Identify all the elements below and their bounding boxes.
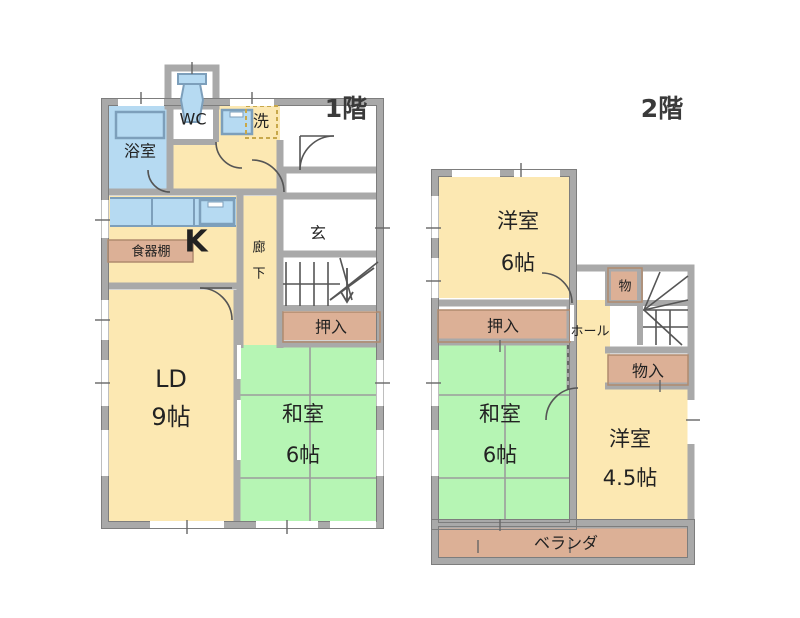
label-closet-2f: 押入 [487, 317, 519, 336]
label-veranda: ベランダ [534, 534, 598, 553]
label-washitsu-1f: 和室 [282, 402, 324, 426]
label-corridor-top: 廊 [252, 240, 265, 256]
room-fill-hall [572, 300, 610, 390]
storage-in-outline [607, 354, 689, 386]
stairs-1f-fill [283, 258, 380, 308]
stairs-1f-icon [283, 257, 379, 306]
windows-1f [95, 62, 390, 534]
label-wc: WC [180, 110, 207, 129]
tatami-lines-1f [240, 345, 380, 525]
tatami-lines-2f [438, 344, 570, 522]
label-washitsu-1f-size: 6帖 [286, 443, 320, 467]
room-fill-ld [105, 290, 237, 525]
cupboard-outline [107, 239, 194, 263]
label-western-6: 洋室 [497, 209, 539, 233]
label-washitsu-2f: 和室 [479, 402, 521, 426]
closet-1f-fill [283, 312, 380, 340]
doors-1f [147, 135, 335, 321]
stairs-2f-icon [643, 271, 689, 346]
closet-1f-outline [282, 311, 381, 343]
storage-in-fill [608, 355, 688, 383]
label-storage-small: 物 [618, 280, 631, 295]
room-fill-western-45 [572, 388, 688, 522]
label-storage-in: 物入 [632, 362, 664, 381]
label-western-6-size: 6帖 [501, 251, 535, 275]
washbasin-faucet-icon [229, 111, 244, 118]
label-cupboard: 食器棚 [131, 244, 170, 260]
label-washitsu-2f-size: 6帖 [483, 443, 517, 467]
label-hall: ホール [570, 325, 609, 340]
room-fill-entrance [283, 196, 380, 254]
label-closet-1f: 押入 [315, 318, 347, 337]
kitchen-counter-lines [110, 197, 236, 227]
room-fill-corridor [240, 196, 280, 348]
floor-1-title: 1階 [325, 94, 367, 123]
label-corridor-bottom: 下 [252, 267, 265, 282]
doors-2f [541, 272, 579, 421]
bathtub-icon [114, 110, 166, 140]
label-kitchen: K [184, 225, 209, 260]
windows-2f [426, 163, 700, 553]
storage-small-fill [608, 268, 642, 300]
label-bathroom: 浴室 [124, 142, 156, 161]
label-ld-size: 9帖 [151, 403, 190, 431]
floor-1-group: 1階 浴室 WC 洗 K 食器棚 廊 下 玄 押入 LD 9帖 和室 6帖 [95, 62, 390, 534]
floor-2-group: 2階 洋室 6帖 押入 物 ホール 物入 和室 6帖 洋室 4.5帖 ベランダ [426, 94, 700, 565]
kitchen-faucet-icon [207, 201, 224, 208]
room-fill-western-6 [438, 176, 570, 298]
room-fill-washitsu-2f [438, 344, 570, 522]
floor-2-title: 2階 [641, 94, 683, 123]
label-western-45: 洋室 [609, 427, 651, 451]
label-washroom: 洗 [253, 112, 269, 131]
veranda-fill [438, 526, 688, 558]
closet-2f-fill [438, 310, 570, 340]
cupboard-fill [108, 240, 193, 262]
label-western-45-size: 4.5帖 [603, 466, 657, 490]
label-entrance: 玄 [310, 224, 326, 243]
toilet-icon [177, 73, 207, 123]
storage-small-outline [607, 267, 643, 303]
wall-outlines-2f [431, 169, 695, 565]
label-ld: LD [155, 365, 187, 393]
